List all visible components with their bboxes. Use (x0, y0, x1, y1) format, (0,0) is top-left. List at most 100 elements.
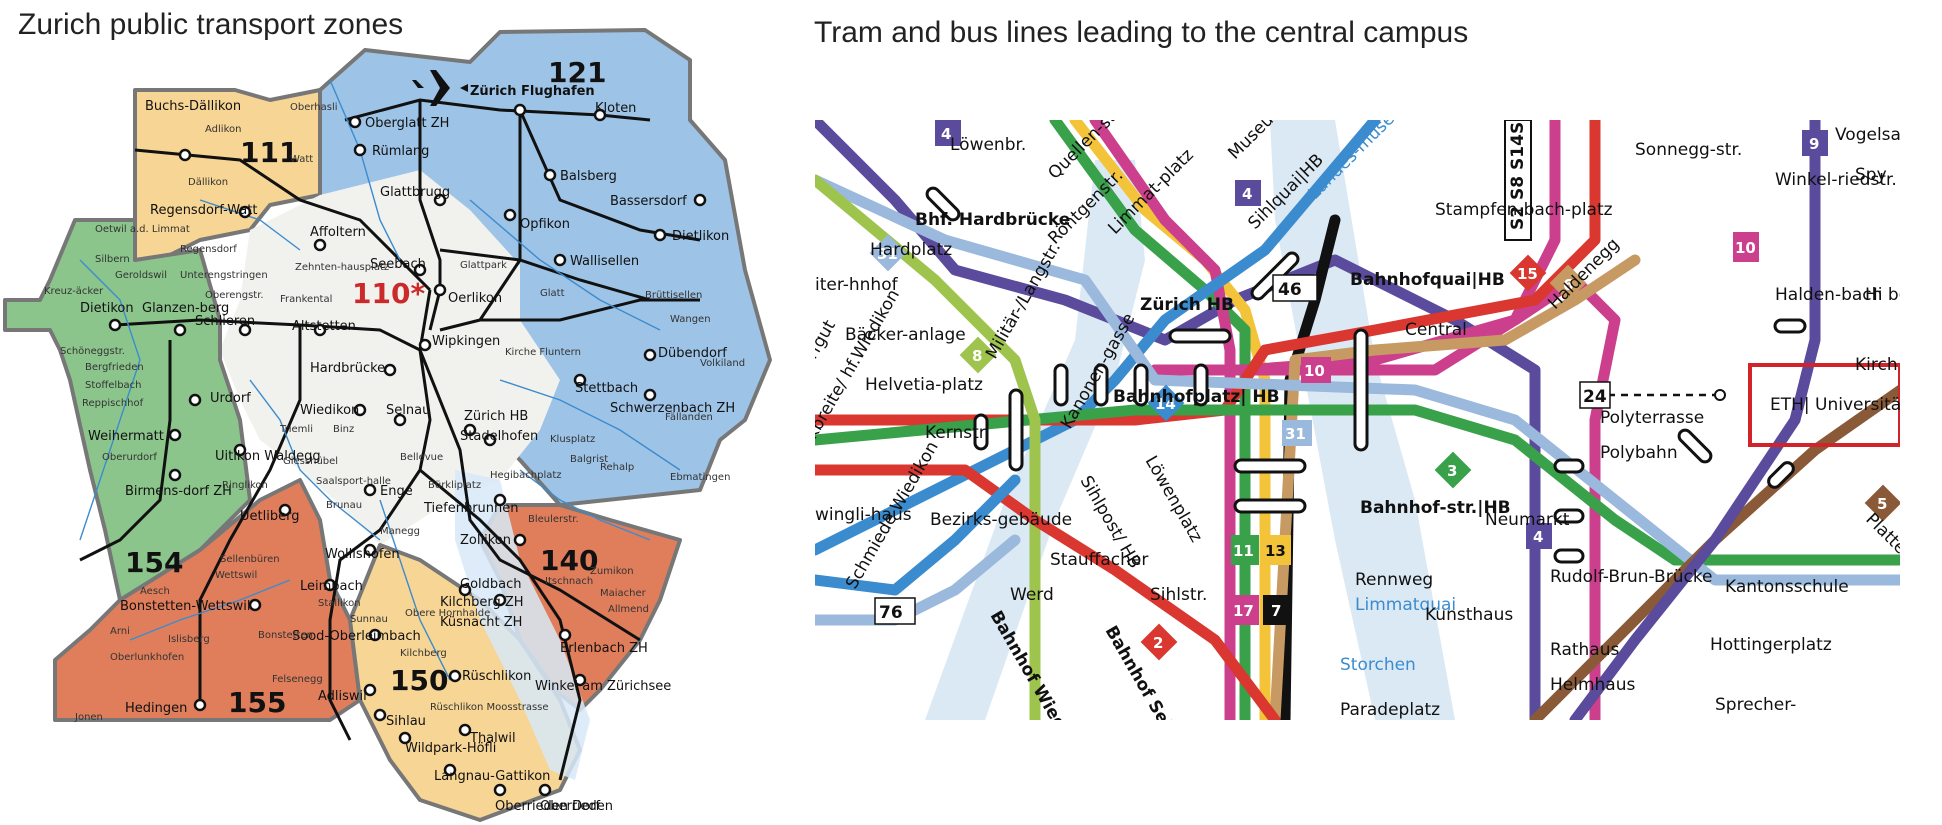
svg-text:Stampfen-bach-platz: Stampfen-bach-platz (1435, 200, 1613, 220)
stop-label: Ringlikon (222, 480, 268, 491)
stop-label: Rüschlikon Moosstrasse (430, 702, 549, 713)
svg-text:Limmatquai: Limmatquai (1355, 595, 1456, 615)
stop-label: Volkiland (700, 358, 745, 369)
svg-text:Helvetia-platz: Helvetia-platz (865, 375, 983, 395)
stop-label: Bürkliplatz (428, 480, 481, 491)
stop-label: Kirche Fluntern (505, 347, 581, 358)
svg-text:Polybahn: Polybahn (1600, 443, 1678, 463)
svg-text:9: 9 (1809, 135, 1819, 153)
station-label: Oberglatt ZH (365, 116, 449, 131)
svg-text:S8: S8 (1508, 176, 1528, 200)
station-label: Uetliberg (240, 509, 299, 524)
stop-label: Felsenegg (272, 674, 323, 685)
stop-label: Giesshübel (283, 456, 338, 467)
station-label: Buchs-Dällikon (145, 99, 241, 114)
zone-110[interactable] (220, 170, 560, 545)
zone-label-140: 140 (540, 544, 598, 577)
station-label: Hedingen (125, 701, 187, 716)
station-label: Zollikon (460, 533, 511, 548)
svg-text:Sonnegg-str.: Sonnegg-str. (1635, 140, 1742, 160)
stop-label: Glatt (540, 288, 565, 299)
stop-label: Maiacher (600, 588, 647, 599)
stop-label: Brunau (326, 500, 362, 511)
svg-text:Löwenbr.: Löwenbr. (950, 135, 1026, 155)
svg-text:Stauffacher: Stauffacher (1050, 550, 1148, 570)
svg-text:Spy: Spy (1855, 165, 1887, 185)
stop-label: Balgrist (570, 454, 608, 465)
station-label: Glattbrugg (380, 185, 450, 200)
station-dots (108, 103, 707, 797)
stop-label: Bleulerstr. (528, 514, 579, 525)
stop-label: Binz (333, 424, 354, 435)
station-labels: Zürich Flughafen Oberglatt ZH Rümlang Kl… (80, 84, 735, 814)
svg-text:13: 13 (1265, 542, 1286, 560)
station-label: Wollishofen (325, 547, 400, 562)
stop-label: Watt (290, 154, 313, 165)
svg-text:Sprecher-: Sprecher- (1715, 695, 1796, 715)
svg-text:Vogelsang: Vogelsang (1835, 125, 1923, 145)
station-label: Bonstetten-Wettswil (120, 599, 251, 614)
stop-label: Hegibachplatz (490, 470, 562, 481)
polybahn-stop (1714, 389, 1726, 401)
eth-highlight-box[interactable] (1748, 363, 1900, 447)
stop-label: Unterengstringen (180, 270, 268, 281)
right-map-title: Tram and bus lines leading to the centra… (814, 16, 1469, 49)
stop-label: Triemli (279, 424, 313, 435)
stop-label: Stallikon (318, 598, 361, 609)
svg-text:14: 14 (1155, 395, 1176, 413)
station-label: Zürich HB (1140, 295, 1234, 315)
stop-label: Kilchberg (400, 648, 447, 659)
svg-text:4: 4 (941, 125, 951, 143)
svg-text:Bezirks-gebäude: Bezirks-gebäude (930, 510, 1072, 530)
station-label: Regensdorf-Watt (150, 203, 257, 218)
station-label: Oerlikon (448, 291, 502, 306)
line-17 (1089, 120, 1236, 720)
svg-text:76: 76 (879, 603, 903, 623)
station-label: Oberrieden (540, 799, 613, 814)
svg-text:4: 4 (1242, 185, 1252, 203)
stop-label: Bellevue (400, 452, 443, 463)
rail-lines (79, 98, 701, 781)
station-label: Uitikon Waldegg (215, 449, 321, 464)
line-15 (815, 120, 1601, 426)
svg-text:7: 7 (1271, 602, 1281, 620)
station-label: Wildpark-Höfli (405, 741, 496, 756)
zone-label-154: 154 (125, 546, 183, 579)
svg-text:Hardplatz: Hardplatz (870, 240, 952, 260)
station-label: Rümlang (372, 144, 429, 159)
svg-text:Kunsthaus: Kunsthaus (1425, 605, 1513, 625)
line-pale (815, 534, 1021, 626)
station-label: Altstetten (292, 319, 356, 334)
bus-stop-labels: Adlikon Oberhasli Watt Dällikon Regensdo… (44, 102, 745, 723)
stop-label: Itschnach (545, 576, 593, 587)
station-label: Leimbach (300, 579, 363, 594)
stop-label: Manegg (380, 526, 420, 537)
stop-label: Fällanden (665, 412, 713, 423)
station-label: Sood-Oberleimbach (292, 629, 421, 644)
svg-text:Kernstr.: Kernstr. (925, 423, 990, 443)
station-label: Goldbach (460, 577, 522, 592)
station-label: Bhf. Hardbrücke (915, 210, 1070, 230)
svg-text:46: 46 (1278, 280, 1302, 300)
svg-text:31: 31 (1285, 425, 1306, 443)
zone-label-150: 150 (390, 664, 448, 697)
station-label: Wallisellen (570, 254, 639, 269)
stop-label: Rehalp (600, 462, 634, 473)
station-label: Adliswil (318, 689, 367, 704)
station-label: Zürich Flughafen (470, 84, 595, 99)
zone-label-111: 111 (240, 136, 298, 169)
station-label: Hardbrücke (310, 361, 385, 376)
station-label: Schlieren (195, 314, 255, 329)
svg-text:S2: S2 (1508, 206, 1528, 230)
svg-text:Storchen: Storchen (1340, 655, 1416, 675)
svg-text:Polyterrasse: Polyterrasse (1600, 408, 1704, 428)
stop-label: Oberengstr. (205, 290, 264, 301)
station-label: Tiefenbrunnen (423, 501, 519, 516)
stop-label: Bergfrieden (85, 362, 144, 373)
stop-label: Klusplatz (550, 434, 595, 445)
station-label: Birmens-dorf ZH (125, 484, 232, 499)
station-label: Glanzen-berg (142, 301, 229, 316)
svg-text:10: 10 (1735, 239, 1756, 257)
svg-text:Rennweg: Rennweg (1355, 570, 1433, 590)
stop-label: Sunnau (350, 614, 388, 625)
